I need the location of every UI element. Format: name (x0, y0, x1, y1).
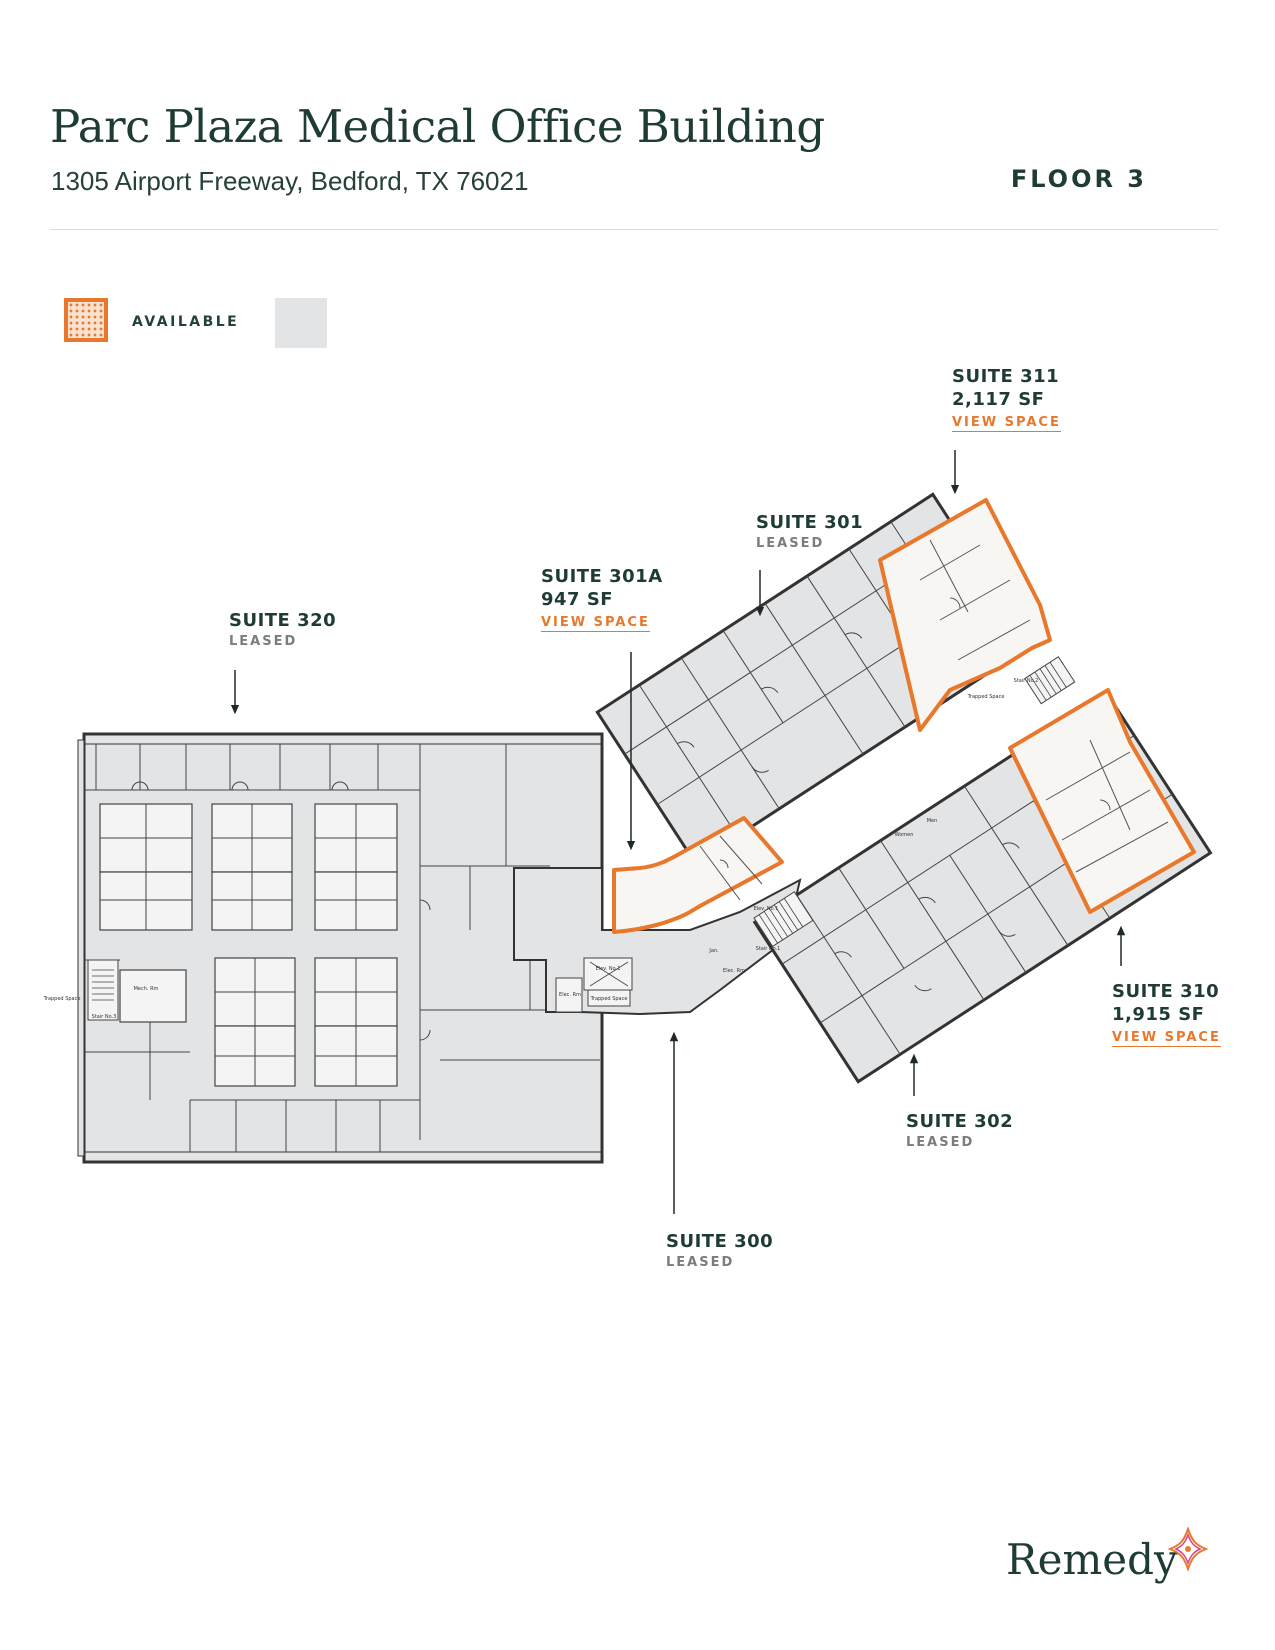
suite-320-status: LEASED (229, 634, 298, 649)
suite-311-sf: 2,117 SF (952, 389, 1045, 410)
suite-310-view-space-link[interactable]: VIEW SPACE (1112, 1030, 1221, 1047)
stair-2-label: Stair No.2 (1014, 678, 1039, 684)
building-title: Parc Plaza Medical Office Building (50, 100, 825, 153)
suite-310-label: SUITE 310 1,915 SF VIEW SPACE (1112, 980, 1221, 1047)
legend-leased-swatch (275, 298, 327, 348)
suite-302-label: SUITE 302 LEASED (906, 1110, 1013, 1150)
stair-1-label: Stair No.1 (756, 946, 781, 952)
suite-311-label: SUITE 311 2,117 SF VIEW SPACE (952, 365, 1061, 432)
elec-room-1-label: Elec. Rm (559, 992, 581, 998)
suite-302-status: LEASED (906, 1135, 975, 1150)
suite-301-name: SUITE 301 (756, 512, 864, 533)
janitor-label: Jan. (708, 948, 719, 954)
suite-311-name: SUITE 311 (952, 366, 1060, 387)
suite-320-name: SUITE 320 (229, 610, 337, 631)
suite-301a-name: SUITE 301A (541, 566, 663, 587)
suite-300-block (513, 867, 802, 1016)
elevator-1-label: Elev. No.1 (596, 966, 621, 972)
mens-restroom-label: Men (927, 818, 938, 824)
legend-available-swatch (64, 298, 108, 342)
suite-301a-view-space-link[interactable]: VIEW SPACE (541, 615, 650, 632)
suite-310-sf: 1,915 SF (1112, 1004, 1205, 1025)
stair-2 (1024, 656, 1076, 705)
header-divider (50, 229, 1218, 230)
suite-310-space[interactable] (1008, 688, 1196, 914)
suite-320-block (77, 732, 604, 1164)
trapped-space-center-label: Trapped Space (590, 996, 628, 1002)
suite-311-view-space-link[interactable]: VIEW SPACE (952, 415, 1061, 432)
suite-301a-label: SUITE 301A 947 SF VIEW SPACE (541, 565, 663, 632)
trapped-space-right-label: Trapped Space (967, 694, 1005, 700)
suite-310-name: SUITE 310 (1112, 981, 1220, 1002)
suite-302-name: SUITE 302 (906, 1111, 1014, 1132)
building-address: 1305 Airport Freeway, Bedford, TX 76021 (51, 166, 529, 196)
suite-301a-space[interactable] (612, 816, 784, 934)
stair-1 (753, 891, 814, 948)
suite-301-label: SUITE 301 LEASED (756, 511, 863, 551)
legend-available-label: AVAILABLE (132, 314, 240, 330)
trapped-space-left-label: Trapped Space (43, 996, 81, 1002)
suite-320-label: SUITE 320 LEASED (229, 609, 336, 649)
remedy-logo-icon (1168, 1527, 1208, 1571)
mech-room-label: Mech. Rm (134, 986, 159, 992)
womens-restroom-label: Women (895, 832, 914, 838)
stair-3-label: Stair No.3 (92, 1014, 117, 1020)
suite-301a-sf: 947 SF (541, 589, 614, 610)
suite-300-name: SUITE 300 (666, 1231, 774, 1252)
floor-label: FLOOR 3 (1010, 165, 1147, 193)
suite-300-label: SUITE 300 LEASED (666, 1230, 773, 1270)
suite-301-status: LEASED (756, 536, 825, 551)
brand-name: Remedy (1006, 1535, 1178, 1584)
elec-room-2-label: Elec. Rm (723, 968, 745, 974)
elevator-2-label: Elev. No.1 (754, 906, 779, 912)
suite-300-status: LEASED (666, 1255, 735, 1270)
suite-311-space[interactable] (878, 498, 1052, 732)
